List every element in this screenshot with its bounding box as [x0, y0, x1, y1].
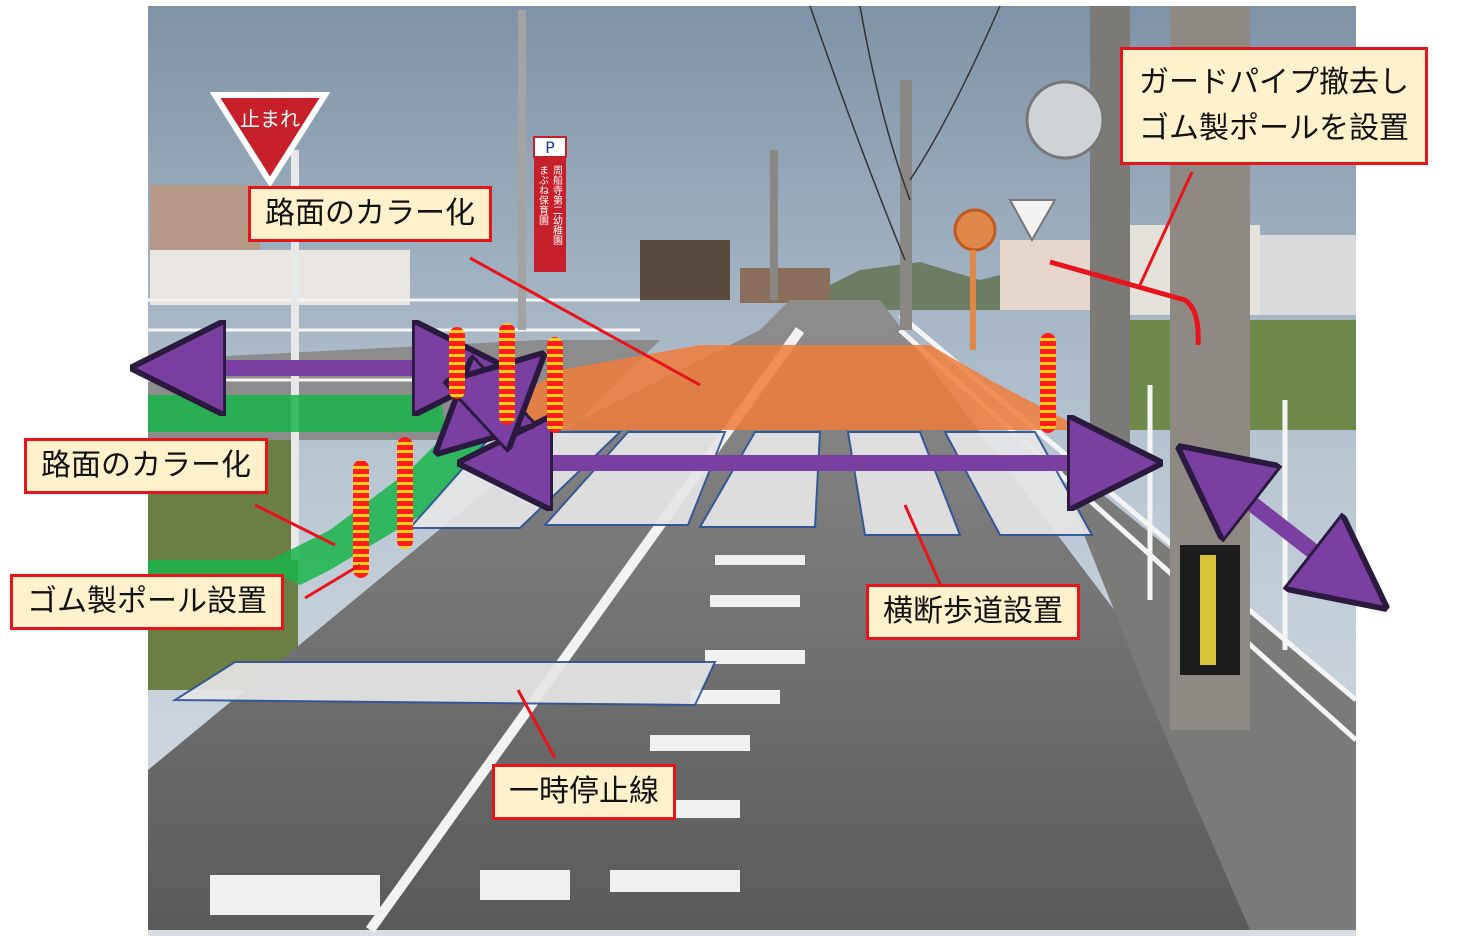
utility-pole-far — [900, 80, 912, 330]
svg-text:P: P — [545, 138, 555, 157]
callout-crosswalk: 横断歩道設置 — [866, 584, 1080, 640]
leader-lines — [254, 171, 1194, 759]
callout-stop-line: 一時停止線 — [492, 764, 676, 820]
callout-road-color-left: 路面のカラー化 — [24, 438, 268, 494]
street-light — [518, 10, 526, 330]
house-center-right — [740, 268, 830, 303]
stop-sign-text: 止まれ — [240, 107, 300, 131]
stop-line-overlay — [171, 661, 717, 707]
rubber-pole-icon — [353, 323, 1056, 578]
power-lines — [809, 5, 1001, 261]
road — [148, 300, 1356, 930]
callout-guard-pipe: ガードパイプ撤去し ゴム製ポールを設置 — [1120, 47, 1428, 165]
nursery-sign-line-2: まぶね保育園 — [537, 165, 549, 226]
yield-sign-icon — [1008, 199, 1057, 243]
convex-mirror-icon — [953, 80, 1105, 350]
bus-row — [150, 250, 410, 305]
removed-guard-pipe — [1049, 259, 1201, 346]
road-dashes — [210, 555, 805, 915]
callout-guard-pipe-line-2: ゴム製ポールを設置 — [1139, 111, 1409, 146]
house-right — [1260, 235, 1356, 315]
callout-road-color-top: 路面のカラー化 — [248, 186, 492, 242]
svg-text:まぶね保育園: まぶね保育園 — [537, 165, 549, 226]
callout-rubber-pole: ゴム製ポール設置 — [10, 574, 284, 630]
colored-road-orange — [520, 345, 1085, 430]
nursery-sign-line-1: 周船寺第二幼稚園 — [551, 165, 563, 246]
nursery-sign — [534, 157, 566, 272]
svg-text:周船寺第二幼稚園: 周船寺第二幼稚園 — [551, 165, 563, 246]
callout-guard-pipe-line-1: ガードパイプ撤去し — [1139, 65, 1409, 100]
stop-sign-icon: 止まれ — [209, 92, 331, 188]
double-arrow-icon — [178, 368, 1350, 580]
house-center — [640, 240, 730, 300]
